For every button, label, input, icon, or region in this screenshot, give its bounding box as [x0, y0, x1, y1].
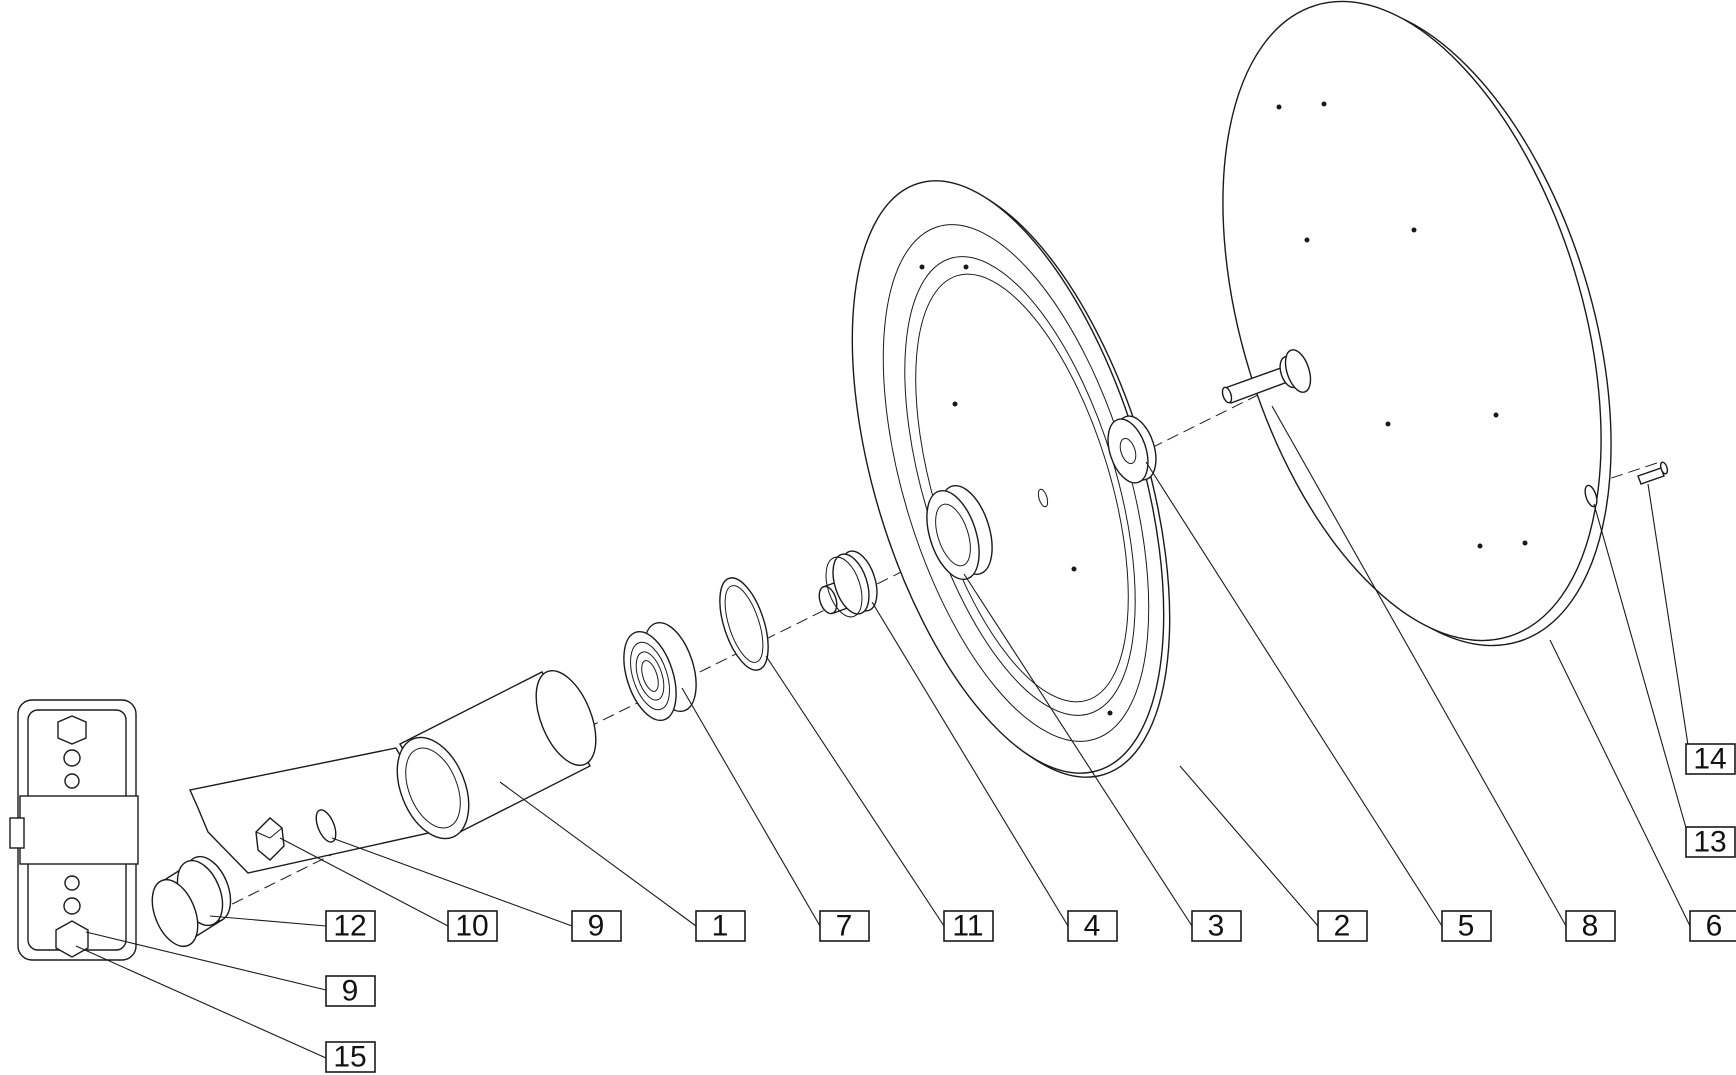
callout-11-text: 11 — [952, 910, 983, 943]
callout-5-text: 5 — [1458, 910, 1475, 943]
pin — [1221, 349, 1312, 404]
callout-14-text: 14 — [1693, 743, 1726, 776]
callout-2-text: 2 — [1334, 910, 1351, 943]
callout-11: 11 — [943, 910, 994, 943]
callout-3: 3 — [1191, 910, 1242, 943]
flat-washer — [315, 809, 337, 843]
flanged-bushing — [818, 550, 878, 618]
clamp-bracket — [9, 699, 139, 961]
callout-9-upper: 9 — [571, 910, 622, 943]
callout-2: 2 — [1317, 910, 1368, 943]
callout-14: 14 — [1685, 743, 1736, 776]
callout-9-upper-text: 9 — [588, 910, 605, 943]
ball-bearing — [623, 621, 697, 722]
callout-8: 8 — [1565, 910, 1616, 943]
hex-nut — [255, 817, 285, 861]
callout-1: 1 — [695, 910, 746, 943]
callout-4: 4 — [1067, 910, 1118, 943]
callout-13-text: 13 — [1693, 826, 1726, 859]
callout-15: 15 — [325, 1041, 376, 1074]
callout-9-lower-text: 9 — [342, 975, 359, 1008]
callout-6-text: 6 — [1706, 910, 1723, 943]
plug-cap — [151, 855, 232, 948]
callout-5: 5 — [1441, 910, 1492, 943]
callout-12: 12 — [325, 910, 376, 943]
outer-disc — [1222, 0, 1612, 647]
callout-1-text: 1 — [712, 910, 729, 943]
callout-8-text: 8 — [1582, 910, 1599, 943]
callout-13: 13 — [1685, 826, 1736, 859]
leader-lines — [75, 405, 1691, 1059]
callout-3-text: 3 — [1208, 910, 1225, 943]
callout-15-text: 15 — [333, 1041, 366, 1074]
callout-4-text: 4 — [1084, 910, 1101, 943]
callout-labels: 12 10 9 1 7 11 4 3 — [325, 743, 1736, 1074]
ring-bearing — [926, 484, 993, 581]
arm-with-sleeve — [189, 670, 597, 874]
callout-10-text: 10 — [455, 910, 488, 943]
flange-plate — [851, 180, 1171, 778]
callout-10: 10 — [447, 910, 498, 943]
snap-ring — [719, 577, 769, 671]
callout-7-text: 7 — [836, 910, 853, 943]
callout-9-lower: 9 — [325, 975, 376, 1008]
callout-7: 7 — [819, 910, 870, 943]
clip — [1637, 461, 1669, 485]
callout-12-text: 12 — [333, 910, 366, 943]
callout-6: 6 — [1689, 910, 1736, 943]
thick-washer — [1107, 415, 1157, 484]
